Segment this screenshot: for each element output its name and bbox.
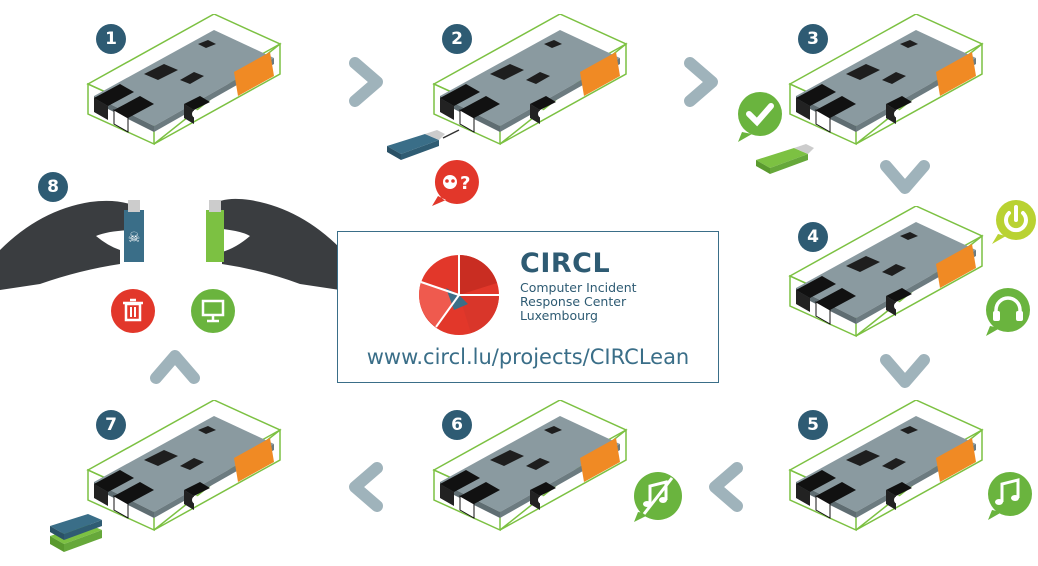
step-2: 2 — [430, 14, 630, 174]
step-7: 7 — [84, 400, 284, 560]
circl-subtitle: Computer Incident Response Center Luxemb… — [520, 281, 637, 323]
usb-stick-suspicious — [387, 129, 460, 160]
hands-holding-usb: ☠ — [0, 198, 340, 290]
subtitle-line: Computer Incident — [520, 280, 637, 295]
step-3: 3 — [786, 14, 986, 174]
check-icon — [738, 92, 782, 142]
step-number-badge: 4 — [798, 222, 828, 252]
step-number-badge: 6 — [442, 410, 472, 440]
music-off-icon — [634, 472, 682, 522]
subtitle-line: Luxembourg — [520, 308, 598, 323]
project-url[interactable]: www.circl.lu/projects/CIRCLean — [366, 345, 690, 369]
step-number-badge: 2 — [442, 24, 472, 54]
computer-icon — [191, 289, 235, 333]
step-6: 6 — [430, 400, 630, 560]
circl-logo — [419, 255, 499, 335]
step-1: 1 — [84, 14, 284, 174]
skull-question-icon: ? — [432, 160, 479, 206]
chevron-up-icon — [150, 350, 200, 384]
step-number-badge: 7 — [96, 410, 126, 440]
usb-sticks-ejected — [50, 514, 102, 552]
subtitle-line: Response Center — [520, 294, 627, 309]
circl-title: CIRCL — [520, 248, 611, 279]
step-number-badge: 1 — [96, 24, 126, 54]
trash-icon — [111, 289, 155, 333]
chevron-left-icon — [709, 462, 743, 512]
power-icon — [992, 200, 1036, 244]
svg-text:?: ? — [460, 173, 470, 194]
usb-stick-clean — [756, 144, 814, 174]
svg-text:☠: ☠ — [128, 230, 141, 246]
step-5: 5 — [786, 400, 986, 560]
headphones-icon — [986, 288, 1030, 336]
chevron-down-icon — [880, 160, 930, 194]
chevron-down-icon — [880, 354, 930, 388]
step-number-badge: 5 — [798, 410, 828, 440]
music-icon — [988, 472, 1032, 520]
chevron-right-icon — [684, 57, 718, 107]
step-number-badge: 8 — [38, 172, 68, 202]
step-number-badge: 3 — [798, 24, 828, 54]
circl-info-box: CIRCL Computer Incident Response Center … — [337, 231, 719, 383]
chevron-right-icon — [349, 57, 383, 107]
chevron-left-icon — [349, 462, 383, 512]
step-4: 4 — [786, 206, 986, 366]
